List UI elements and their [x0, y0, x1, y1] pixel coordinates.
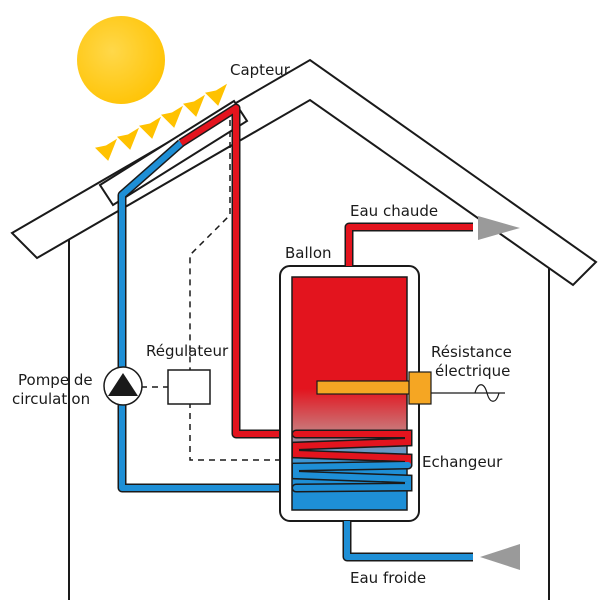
label-resistance-2: électrique — [435, 362, 510, 380]
control-wiring — [141, 120, 280, 461]
label-pump-1: Pompe de — [18, 371, 93, 389]
pump-icon — [103, 366, 143, 406]
heat-exchanger-coil — [291, 429, 413, 493]
label-exchanger: Echangeur — [422, 453, 503, 471]
hot-water-outlet-pipe — [344, 222, 473, 266]
cold-water-inlet-pipe — [342, 521, 473, 562]
cold-water-arrow-icon — [480, 544, 520, 570]
label-hot-water: Eau chaude — [350, 202, 438, 220]
hot-water-arrow-icon — [478, 216, 520, 240]
label-collector: Capteur — [230, 61, 291, 79]
ac-sine-icon — [474, 384, 500, 402]
electric-heater — [316, 371, 432, 405]
sun-rays-icon — [94, 83, 228, 161]
label-controller: Régulateur — [146, 342, 229, 360]
label-tank: Ballon — [285, 244, 332, 262]
label-pump-2: circulation — [12, 390, 90, 408]
sun-icon — [77, 16, 165, 104]
label-cold-water: Eau froide — [350, 569, 426, 587]
label-resistance-1: Résistance — [431, 343, 512, 361]
regulator-box — [167, 369, 211, 405]
